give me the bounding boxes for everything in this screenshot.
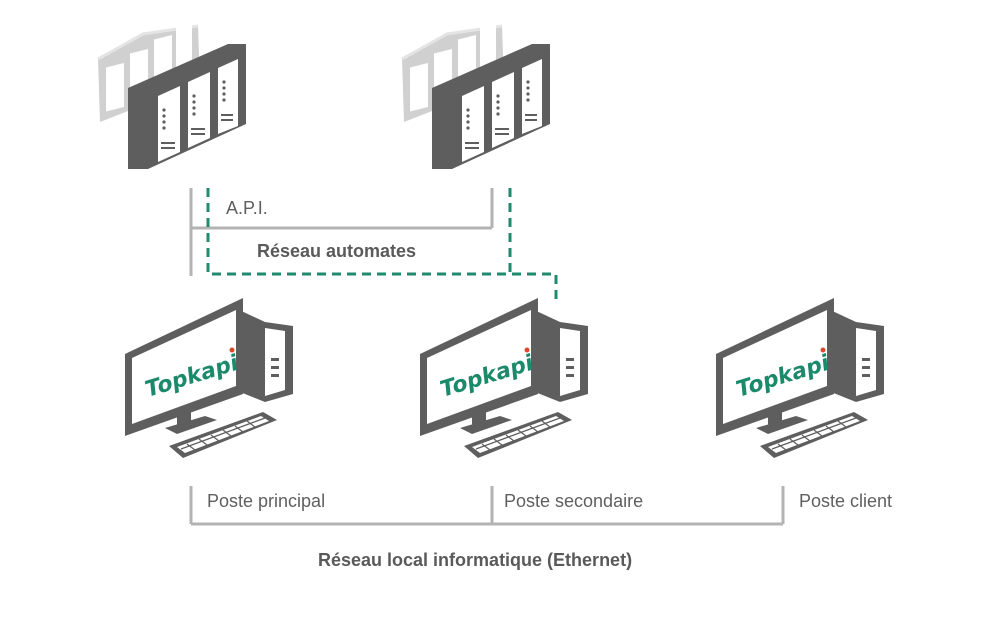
lan-label: Réseau local informatique (Ethernet) (318, 550, 633, 570)
client-station-label: Poste client (799, 491, 893, 511)
api-label: A.P.I. (226, 198, 268, 218)
logo-dot (229, 347, 235, 353)
lan-lines (189, 486, 785, 526)
api-network-lines (189, 188, 494, 276)
plc-rack-icon (96, 20, 248, 171)
main-station-label: Poste principal (207, 491, 326, 511)
plc-network-dashed-line (206, 188, 558, 300)
logo-dot (524, 347, 530, 353)
secondary-station-label: Poste secondaire (504, 491, 644, 511)
logo-dot (820, 347, 826, 353)
plc-network-label: Réseau automates (257, 241, 417, 261)
plc-rack-icon (400, 20, 552, 171)
